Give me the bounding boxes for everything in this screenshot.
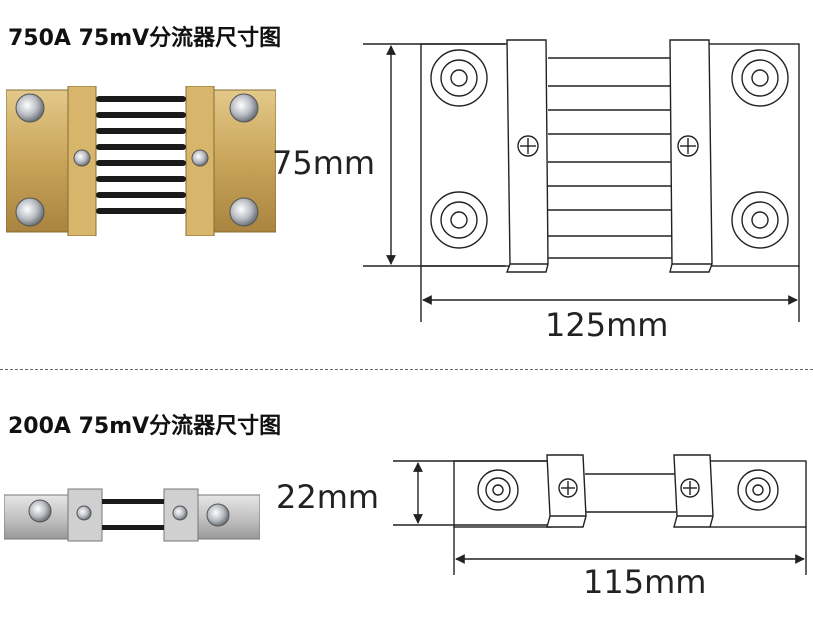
height-dimension-label-750a: 75mm bbox=[272, 144, 376, 182]
bolt-icon-bottom-right bbox=[731, 191, 789, 249]
bolt-icon-top-right bbox=[731, 49, 789, 107]
section-title-750a: 750A 75mV分流器尺寸图 bbox=[8, 26, 282, 51]
right-sense-screw-icon-200a bbox=[680, 478, 700, 498]
bolt-icon-left-200a bbox=[477, 469, 519, 511]
width-dimension-label-750a: 125mm bbox=[545, 306, 669, 344]
bolt-icon-bottom-left bbox=[430, 191, 488, 249]
right-sense-screw-icon bbox=[677, 135, 699, 157]
left-sense-screw-icon bbox=[517, 135, 539, 157]
resistance-strips bbox=[548, 57, 672, 259]
left-sense-screw-icon-200a bbox=[558, 478, 578, 498]
section-title-200a: 200A 75mV分流器尺寸图 bbox=[8, 414, 282, 439]
bolt-icon-right-200a bbox=[737, 469, 779, 511]
width-dimension-label-200a: 115mm bbox=[583, 563, 707, 601]
shunt-200a-photo bbox=[4, 488, 260, 542]
height-dimension-label-200a: 22mm bbox=[276, 478, 380, 516]
shunt-750a-photo bbox=[6, 86, 276, 236]
shunt-200a-drawing bbox=[393, 454, 807, 575]
section-divider bbox=[0, 369, 813, 370]
bolt-icon-top-left bbox=[430, 49, 488, 107]
right-terminal-block-200a bbox=[709, 460, 807, 528]
shunt-750a-drawing bbox=[363, 39, 800, 322]
